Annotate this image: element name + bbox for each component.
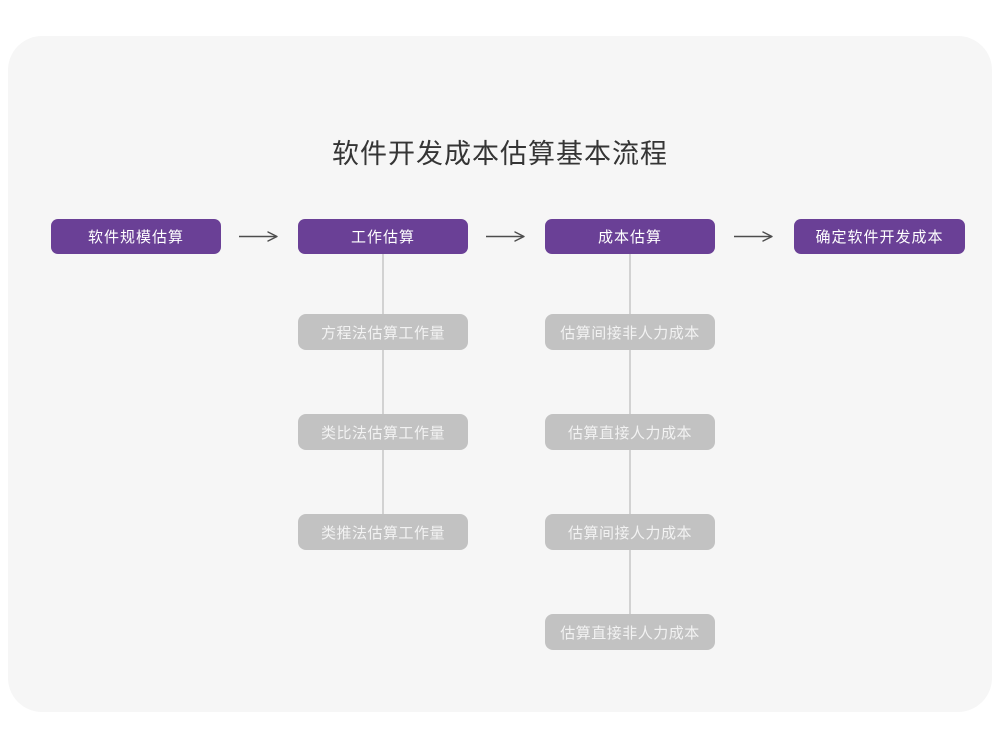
stage-label: 确定软件开发成本 xyxy=(815,229,944,246)
diagram-card: 软件开发成本估算基本流程 软件规模估算 工作估算 成本估算 确定软件开发成本 xyxy=(8,36,992,712)
sub-node-equation-method: 方程法估算工作量 xyxy=(298,314,468,350)
stage-node-effort-estimation: 工作估算 xyxy=(298,219,468,254)
sub-node-label: 类推法估算工作量 xyxy=(320,524,445,542)
sub-node-analogy-method: 类比法估算工作量 xyxy=(298,414,468,450)
stage-node-software-size-estimation: 软件规模估算 xyxy=(51,219,221,254)
sub-node-direct-nonlabor-cost: 估算直接非人力成本 xyxy=(545,614,715,650)
sub-node-indirect-nonlabor-cost: 估算间接非人力成本 xyxy=(545,314,715,350)
stage-label: 工作估算 xyxy=(350,229,415,246)
sub-node-label: 估算直接非人力成本 xyxy=(560,624,700,642)
sub-node-indirect-labor-cost: 估算间接人力成本 xyxy=(545,514,715,550)
page-title: 软件开发成本估算基本流程 xyxy=(332,139,668,169)
stage-label: 成本估算 xyxy=(597,229,662,246)
right-arrow-icon xyxy=(486,231,525,242)
sub-node-label: 类比法估算工作量 xyxy=(320,424,445,442)
connector-line-effort-column xyxy=(382,254,384,532)
right-arrow-icon xyxy=(239,231,278,242)
stage-node-cost-estimation: 成本估算 xyxy=(545,219,715,254)
stage-label: 软件规模估算 xyxy=(87,229,184,246)
stage-node-determine-development-cost: 确定软件开发成本 xyxy=(794,219,965,254)
sub-node-label: 估算直接人力成本 xyxy=(567,424,692,442)
sub-node-label: 方程法估算工作量 xyxy=(320,324,445,342)
right-arrow-icon xyxy=(734,231,773,242)
sub-node-direct-labor-cost: 估算直接人力成本 xyxy=(545,414,715,450)
sub-node-label: 估算间接非人力成本 xyxy=(560,324,700,342)
sub-node-label: 估算间接人力成本 xyxy=(567,524,692,542)
sub-node-extrapolation-method: 类推法估算工作量 xyxy=(298,514,468,550)
